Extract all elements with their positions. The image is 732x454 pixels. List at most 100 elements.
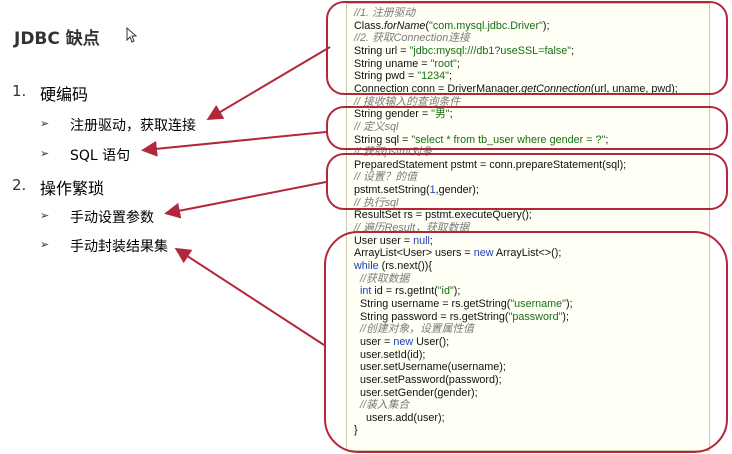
code-token: new <box>473 247 494 260</box>
code-line: String username = rs.getString("username… <box>354 298 573 311</box>
outline-num-2: 2. <box>12 176 27 194</box>
code-token: //2. 获取Connection连接 <box>354 32 470 45</box>
code-token: User(); <box>413 335 450 348</box>
code-line: ResultSet rs = pstmt.executeQuery(); <box>354 209 532 222</box>
code-line: String pwd = "1234"; <box>354 70 452 83</box>
code-line: Class.forName("com.mysql.jdbc.Driver"); <box>354 20 549 33</box>
bullet-arrow-icon: ➢ <box>40 147 50 160</box>
code-line: // 接收输入的查询条件 <box>354 96 460 109</box>
code-line: String uname = "root"; <box>354 58 460 71</box>
code-token: //获取数据 <box>354 272 410 285</box>
code-token: "com.mysql.jdbc.Driver" <box>429 19 543 32</box>
code-token: PreparedStatement pstmt = conn.prepareSt… <box>354 158 627 171</box>
outline-subitem-sql: SQL 语句 <box>70 148 131 164</box>
code-token: String gender = <box>354 108 432 121</box>
outline-item-cumbersome: 操作繁琐 <box>40 179 105 198</box>
code-token: ); <box>453 285 461 298</box>
code-token: String uname = <box>354 57 431 70</box>
code-token: ,gender); <box>435 184 479 197</box>
arrow-connection <box>206 46 331 121</box>
code-line: // 设置？的值 <box>354 171 417 184</box>
outline-num-1: 1. <box>12 82 27 100</box>
code-line: Connection conn = DriverManager.getConne… <box>354 83 678 96</box>
code-token: 1 <box>429 184 436 197</box>
highlight-box-results <box>324 231 728 453</box>
code-token: ); <box>566 297 573 310</box>
code-token: while <box>354 260 379 272</box>
code-token: ResultSet rs = pstmt.executeQuery(); <box>354 209 532 222</box>
code-token: user = <box>354 335 394 348</box>
code-token: user.setPassword(password); <box>354 373 502 386</box>
code-line: //1. 注册驱动 <box>354 7 415 20</box>
code-token: new <box>393 335 414 348</box>
code-token: ; <box>429 234 433 247</box>
code-line: // 定义sql <box>354 121 398 134</box>
code-line: user.setId(id); <box>354 349 425 362</box>
code-line: String password = rs.getString("password… <box>354 311 569 324</box>
code-line: user.setPassword(password); <box>354 374 502 387</box>
code-line: String gender = "男"; <box>354 108 453 121</box>
code-token: int <box>360 285 372 298</box>
code-line: User user = null; <box>354 235 433 248</box>
code-token: (rs.next()){ <box>378 260 432 272</box>
code-line: ArrayList<User> users = new ArrayList<>(… <box>354 247 561 260</box>
highlight-box-params <box>326 153 728 210</box>
code-token: ); <box>562 310 570 323</box>
code-token: String username = rs.getString( <box>354 297 511 310</box>
code-token: id = rs.getInt( <box>371 285 438 298</box>
code-token: forName <box>384 19 426 32</box>
code-line: // 执行sql <box>354 197 398 210</box>
code-token: // 接收输入的查询条件 <box>354 95 461 108</box>
code-line: user = new User(); <box>354 336 449 349</box>
code-line: users.add(user); <box>354 412 445 425</box>
code-line: //2. 获取Connection连接 <box>354 32 470 45</box>
cursor-icon <box>126 27 138 43</box>
code-token: null <box>413 234 430 247</box>
code-line: //创建对象，设置属性值 <box>354 323 474 336</box>
code-token: Connection conn = DriverManager. <box>354 82 522 95</box>
code-token: ; <box>605 133 609 146</box>
code-line: while (rs.next()){ <box>354 260 432 273</box>
code-token: //装入集合 <box>354 399 410 412</box>
code-token: String sql = <box>354 133 412 146</box>
code-token: ; <box>449 108 453 121</box>
code-line: String sql = "select * from tb_user wher… <box>354 134 608 147</box>
arrow-results <box>174 247 325 346</box>
code-token: // 设置？的值 <box>354 171 417 184</box>
code-token: getConnection <box>521 82 591 95</box>
code-token: "root" <box>430 57 457 70</box>
code-token: pstmt.setString( <box>354 184 430 197</box>
arrow-params <box>164 181 327 219</box>
code-token: (url, uname, pwd); <box>590 82 678 95</box>
code-line: pstmt.setString(1,gender); <box>354 184 479 197</box>
code-token: //1. 注册驱动 <box>354 7 416 19</box>
code-token: "select * from tb_user where gender = ?" <box>411 133 606 146</box>
code-token: "username" <box>510 297 567 310</box>
highlight-box-sql <box>326 106 728 150</box>
outline-subitem-register-driver: 注册驱动，获取连接 <box>70 118 196 134</box>
outline-item-hardcoding: 硬编码 <box>40 85 89 104</box>
code-panel <box>346 3 710 451</box>
bullet-arrow-icon: ➢ <box>40 117 50 130</box>
code-token: User user = <box>354 234 414 247</box>
code-token: ; <box>449 70 453 83</box>
bullet-arrow-icon: ➢ <box>40 238 50 251</box>
code-line: user.setUsername(username); <box>354 361 506 374</box>
code-token: ; <box>571 44 575 57</box>
code-token: ; <box>456 57 460 70</box>
code-token: user.setUsername(username); <box>354 361 506 374</box>
code-token: "1234" <box>417 70 450 83</box>
slide-title: JDBC 缺点 <box>14 29 100 49</box>
code-token: Class. <box>354 19 384 32</box>
code-token: ( <box>425 19 430 32</box>
code-token: //创建对象，设置属性值 <box>354 323 474 336</box>
code-line: //获取数据 <box>354 273 409 286</box>
code-line: String url = "jdbc:mysql:///db1?useSSL=f… <box>354 45 574 58</box>
code-line: int id = rs.getInt("id"); <box>354 285 460 298</box>
outline-subitem-set-params: 手动设置参数 <box>70 210 154 226</box>
code-token: String password = rs.getString( <box>354 310 509 323</box>
code-token: users.add(user); <box>354 411 445 424</box>
code-line: //装入集合 <box>354 399 409 412</box>
code-token: user.setId(id); <box>354 348 426 361</box>
bullet-arrow-icon: ➢ <box>40 209 50 222</box>
